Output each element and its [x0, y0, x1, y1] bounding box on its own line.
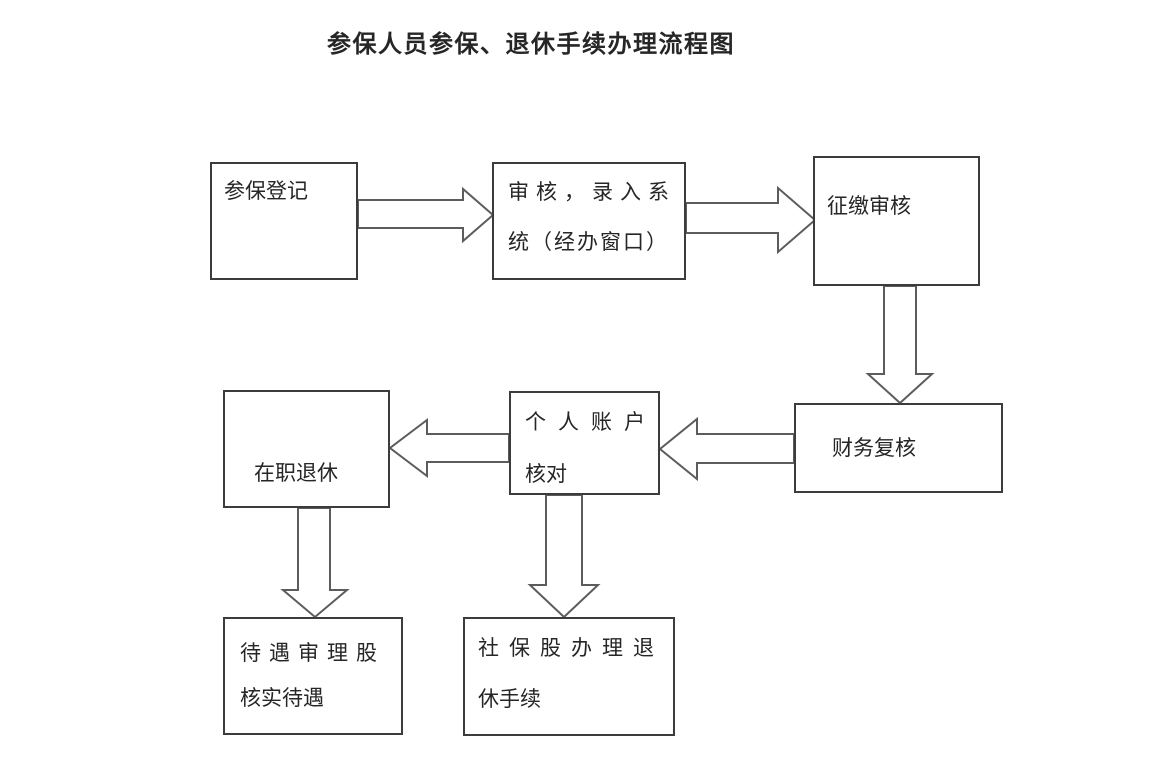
node-label: 参保登记: [224, 180, 308, 203]
node-canbao-dengji: 参保登记: [210, 162, 358, 280]
node-label-line1: 个人账户: [525, 411, 657, 434]
node-label-line2: 核实待遇: [240, 687, 324, 710]
arrow-geren-to-shebao-icon: [527, 494, 601, 619]
node-label-line2: 统（经办窗口）: [508, 231, 669, 254]
node-label-line1: 社保股办理退: [478, 637, 664, 660]
node-zaizhi-tuixiu: 在职退休: [223, 390, 390, 508]
node-label-line2: 休手续: [478, 688, 541, 711]
arrow-zaizhi-to-daiyu-icon: [280, 507, 350, 619]
node-daiyu-shenli: 待遇审理股 核实待遇: [223, 617, 403, 735]
node-label-line2: 核对: [525, 463, 567, 486]
node-label: 在职退休: [254, 462, 338, 485]
flowchart-title: 参保人员参保、退休手续办理流程图: [327, 31, 735, 58]
arrow-zhengjiao-to-caiwu-icon: [865, 285, 935, 405]
node-label-line1: 审核，录入系: [508, 181, 676, 204]
arrow-shenhe-to-zhengjiao-icon: [685, 185, 817, 255]
arrow-geren-to-zaizhi-icon: [388, 417, 510, 479]
arrow-canbao-to-shenhe-icon: [357, 186, 495, 244]
node-label-line1: 待遇审理股: [240, 642, 385, 665]
node-geren-zhanghu-hedui: 个人账户 核对: [509, 391, 660, 495]
arrow-caiwu-to-geren-icon: [658, 416, 795, 482]
node-shebao-gu: 社保股办理退 休手续: [463, 617, 675, 736]
node-zhengjiao-shenhe: 征缴审核: [813, 156, 980, 286]
node-caiwu-fuhe: 财务复核: [794, 403, 1003, 493]
node-label: 征缴审核: [827, 195, 911, 218]
node-label: 财务复核: [832, 437, 916, 460]
node-shenhe-luru: 审核，录入系 统（经办窗口）: [492, 162, 686, 280]
